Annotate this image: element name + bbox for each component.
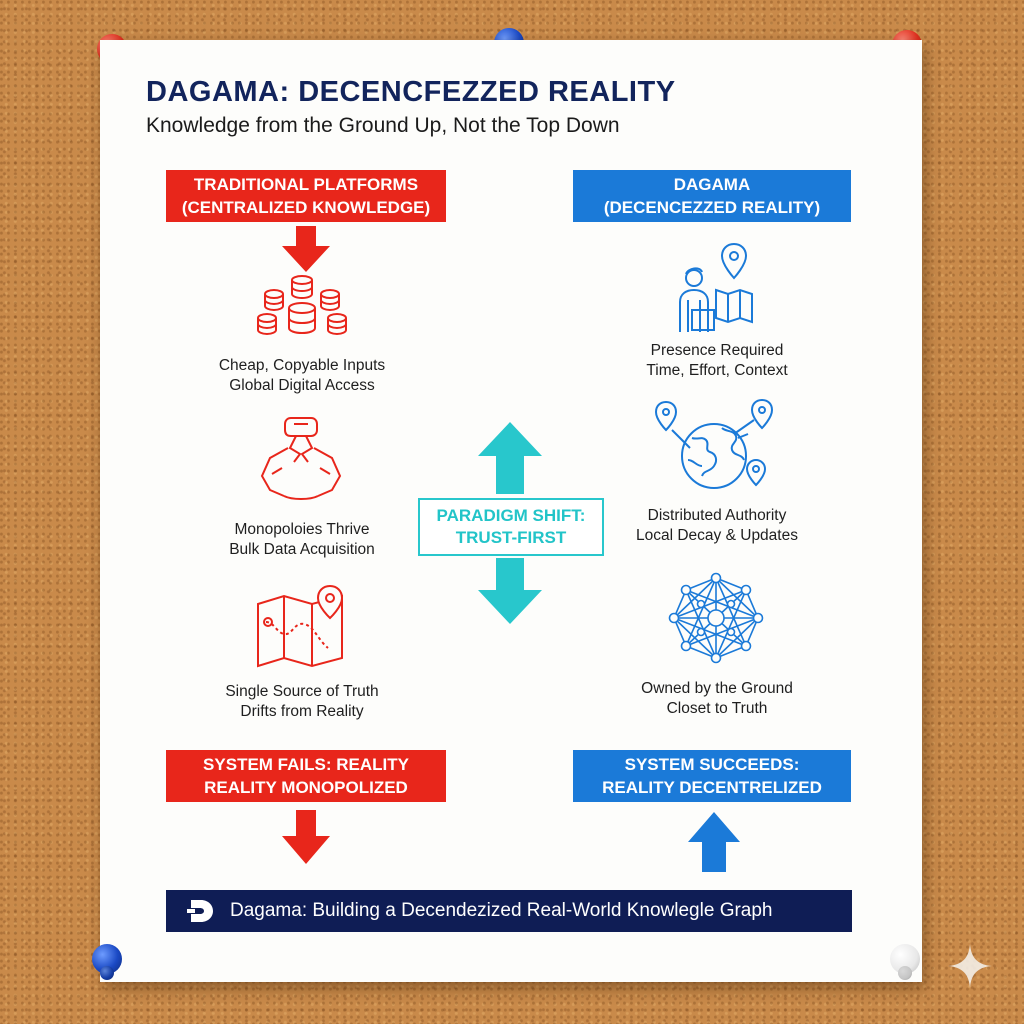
shift-line2: TRUST-FIRST — [455, 528, 567, 547]
right-item-1-caption: Presence Required Time, Effort, Context — [612, 341, 822, 381]
caption-line1: Presence Required — [650, 342, 784, 359]
left-item-3-caption: Single Source of Truth Drifts from Reali… — [196, 682, 408, 722]
header-line2: (DECENCEZZED REALITY) — [603, 198, 821, 217]
network-icon — [668, 572, 764, 664]
right-item-3-caption: Owned by the Ground Closet to Truth — [612, 679, 822, 719]
poster-subtitle: Knowledge from the Ground Up, Not the To… — [146, 114, 620, 137]
banner-line1: SYSTEM FAILS: REALITY — [203, 755, 409, 774]
dagama-header: DAGAMA (DECENCEZZED REALITY) — [573, 170, 851, 222]
person-map-icon — [679, 242, 753, 332]
sparkle-icon — [948, 944, 992, 988]
right-item-2-caption: Distributed Authority Local Decay & Upda… — [612, 506, 822, 546]
pushpin-blue-bottom-left — [92, 944, 122, 974]
system-succeeds-banner: SYSTEM SUCCEEDS: REALITY DECENTRELIZED — [573, 750, 851, 802]
left-item-2-caption: Monopoloies Thrive Bulk Data Acquisition — [196, 520, 408, 560]
down-arrow-icon — [282, 810, 330, 864]
globe-pins-icon — [654, 398, 774, 489]
down-arrow-icon — [282, 226, 330, 272]
caption-line1: Cheap, Copyable Inputs — [218, 357, 386, 374]
pushpin-white-bottom-right — [890, 944, 920, 974]
claw-grabber-icon — [260, 417, 342, 500]
caption-line2: Global Digital Access — [229, 377, 375, 394]
banner-line2: REALITY MONOPOLIZED — [204, 778, 408, 797]
caption-line1: Distributed Authority — [647, 507, 787, 524]
poster-title: DAGAMA: DECENCFEZZED REALITY — [146, 76, 676, 108]
footer-text: Dagama: Building a Decendezized Real-Wor… — [230, 900, 773, 921]
map-pin-icon — [257, 584, 344, 668]
paradigm-shift-box: PARADIGM SHIFT: TRUST-FIRST — [418, 498, 604, 556]
database-icon — [257, 275, 347, 336]
dagama-logo-icon — [184, 890, 218, 932]
caption-line2: Closet to Truth — [666, 700, 768, 717]
caption-line2: Local Decay & Updates — [636, 527, 798, 544]
traditional-platforms-header: TRADITIONAL PLATFORMS (CENTRALIZED KNOWL… — [166, 170, 446, 222]
footer-banner: Dagama: Building a Decendezized Real-Wor… — [166, 890, 852, 932]
header-line1: TRADITIONAL PLATFORMS — [193, 175, 419, 194]
header-line2: (CENTRALIZED KNOWLEDGE) — [181, 198, 431, 217]
header-line1: DAGAMA — [673, 175, 751, 194]
caption-line2: Drifts from Reality — [240, 703, 364, 720]
banner-line2: REALITY DECENTRELIZED — [602, 778, 822, 797]
up-arrow-icon — [688, 812, 740, 872]
caption-line2: Time, Effort, Context — [646, 362, 788, 379]
caption-line2: Bulk Data Acquisition — [229, 541, 375, 558]
up-arrow-icon — [478, 422, 542, 494]
shift-line1: PARADIGM SHIFT: — [436, 506, 586, 525]
caption-line1: Monopoloies Thrive — [234, 521, 370, 538]
banner-line1: SYSTEM SUCCEEDS: — [624, 755, 800, 774]
caption-line1: Owned by the Ground — [641, 680, 793, 697]
system-fails-banner: SYSTEM FAILS: REALITY REALITY MONOPOLIZE… — [166, 750, 446, 802]
left-item-1-caption: Cheap, Copyable Inputs Global Digital Ac… — [196, 356, 408, 396]
down-arrow-icon — [478, 558, 542, 624]
caption-line1: Single Source of Truth — [225, 683, 379, 700]
